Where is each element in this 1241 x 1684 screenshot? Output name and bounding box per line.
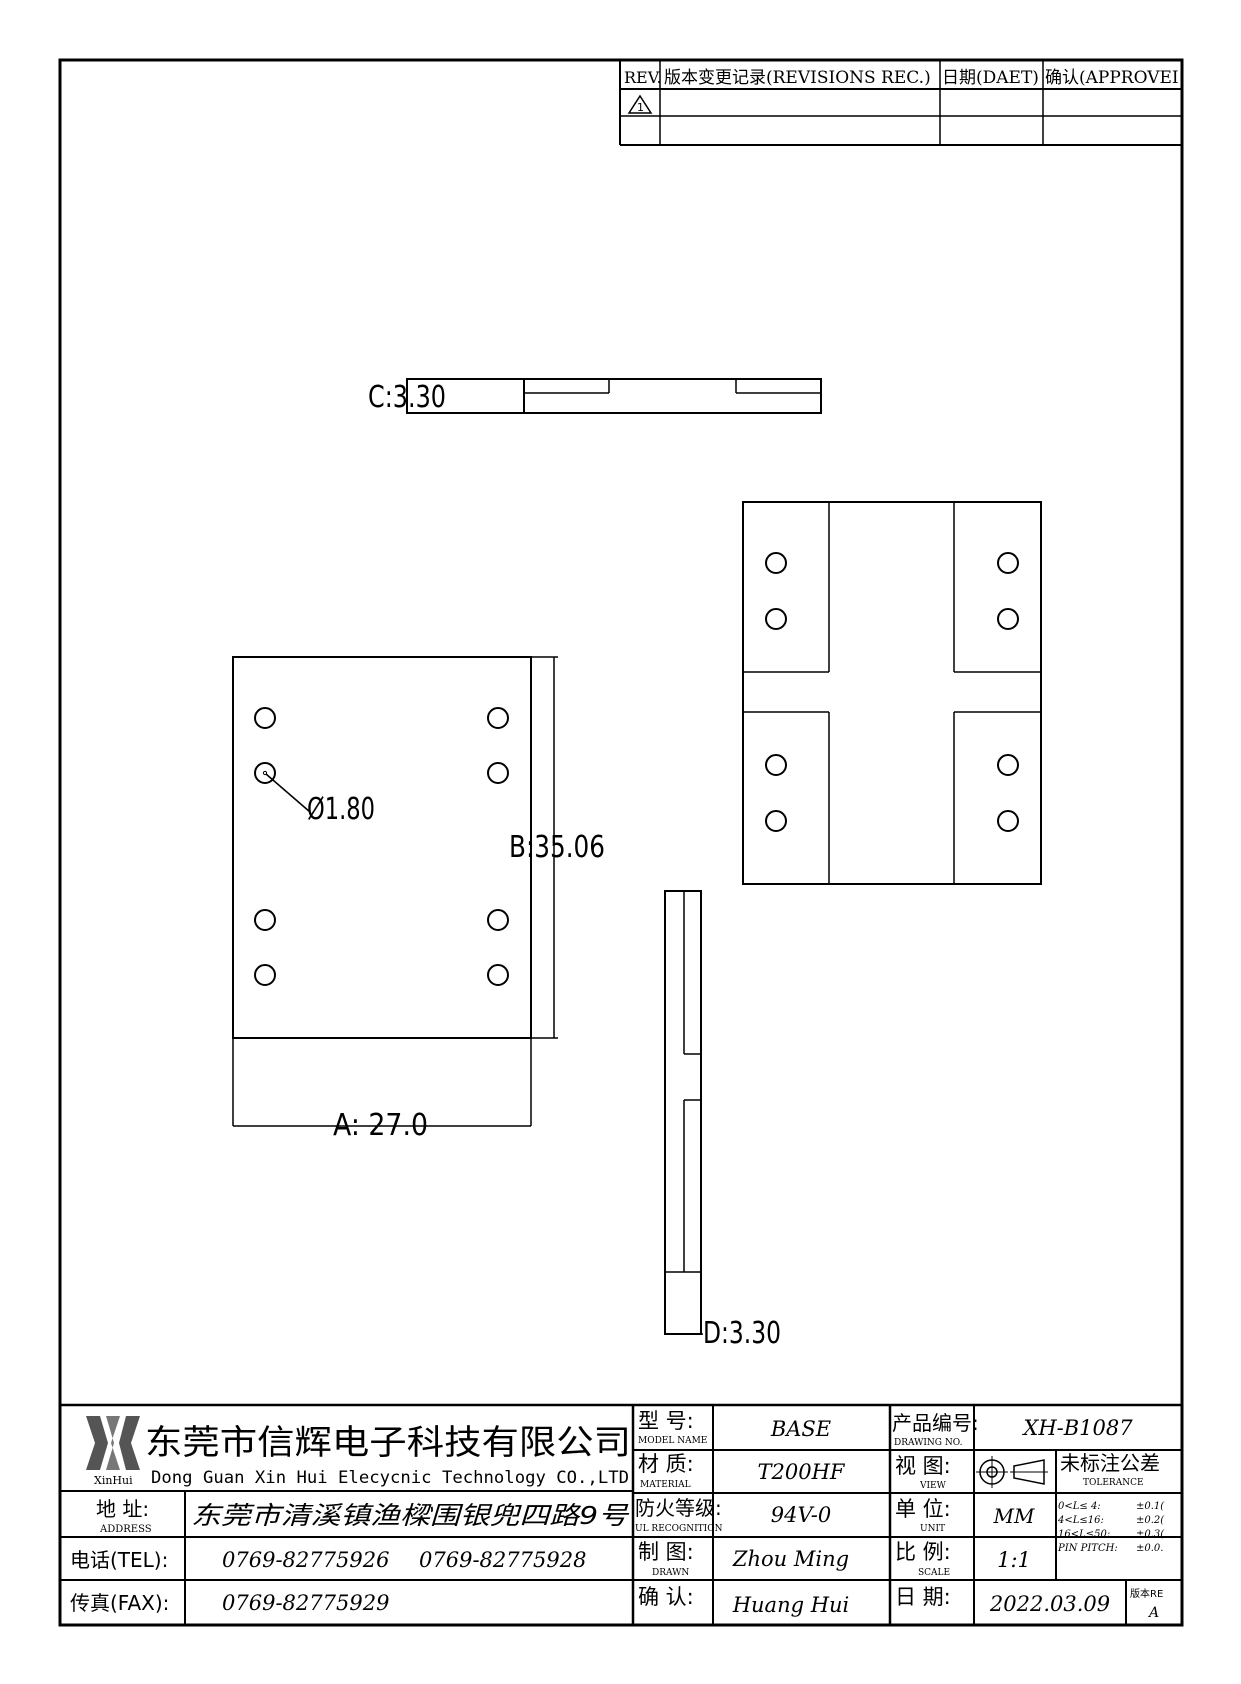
material-value: T200HF bbox=[758, 1460, 846, 1484]
company-logo: XinHui bbox=[86, 1416, 140, 1487]
drawn-value: Zhou Ming bbox=[732, 1547, 849, 1571]
model-label-en: MODEL NAME bbox=[638, 1436, 707, 1446]
unit-label-en: UNIT bbox=[920, 1524, 945, 1534]
mounting-hole bbox=[487, 909, 509, 931]
title-block: XinHui 东莞市信辉电子科技有限公司 Dong Guan Xin Hui E… bbox=[60, 1403, 1182, 1625]
fax-1: 0769-82775929 bbox=[222, 1591, 389, 1615]
date-value: 2022.03.09 bbox=[989, 1592, 1110, 1616]
revision-number: 1 bbox=[637, 101, 644, 114]
unit-value: MM bbox=[993, 1504, 1035, 1528]
dimension-hole: Ø1.80 bbox=[307, 792, 375, 827]
company-name-cn: 东莞市信辉电子科技有限公司 bbox=[145, 1423, 631, 1463]
mounting-hole bbox=[254, 964, 276, 986]
tolerance-range: 16<L≤50: bbox=[1058, 1529, 1110, 1540]
drawing-no-label-en: DRAWING NO. bbox=[894, 1438, 963, 1448]
mounting-hole bbox=[487, 707, 509, 729]
mounting-hole bbox=[997, 608, 1019, 630]
drawn-label: 制 图: bbox=[638, 1540, 694, 1564]
dimension-a: A: 27.0 bbox=[333, 1108, 428, 1143]
revision-table: REV. 版本变更记录(REVISIONS REC.) 日期(DAET) 确认(… bbox=[619, 60, 1182, 146]
tolerance-range: 4<L≤16: bbox=[1057, 1515, 1104, 1526]
address-value: 东莞市清溪镇渔樑围银兜四路9号 bbox=[191, 1501, 630, 1530]
fax-label: 传真(FAX): bbox=[70, 1591, 169, 1615]
mounting-hole bbox=[254, 909, 276, 931]
tolerance-range: PIN PITCH: bbox=[1057, 1543, 1118, 1554]
tolerance-table: 0<L≤ 4: ±0.1( 4<L≤16: ±0.2( 16<L≤50: ±0.… bbox=[1057, 1501, 1165, 1554]
side-view: D:3.30 bbox=[664, 890, 781, 1351]
tolerance-value: ±0.0. bbox=[1136, 1543, 1163, 1554]
drawing-no-value: XH-B1087 bbox=[1021, 1416, 1133, 1440]
dimension-b: B:35.06 bbox=[509, 830, 605, 865]
top-view: C:3.30 bbox=[368, 378, 822, 415]
tel-label: 电话(TEL): bbox=[70, 1548, 168, 1572]
bottom-view bbox=[742, 501, 1042, 885]
scale-label-en: SCALE bbox=[918, 1568, 950, 1578]
revisions-record-header: 版本变更记录(REVISIONS REC.) bbox=[664, 68, 931, 88]
tolerance-title: 未标注公差 bbox=[1060, 1451, 1160, 1475]
date-header: 日期(DAET) bbox=[942, 68, 1039, 88]
confirm-value: Huang Hui bbox=[732, 1593, 850, 1617]
logo-text: XinHui bbox=[94, 1474, 133, 1487]
dimension-c: C:3.30 bbox=[368, 380, 446, 415]
scale-value: 1:1 bbox=[997, 1548, 1031, 1572]
ul-label-en: UL RECOGNITION bbox=[635, 1524, 723, 1534]
model-label: 型 号: bbox=[638, 1409, 694, 1433]
front-view: Ø1.80 B:35.06 A: 27.0 bbox=[232, 656, 605, 1143]
sheet-border bbox=[58, 58, 1184, 1627]
model-value: BASE bbox=[770, 1417, 831, 1441]
company-name-en: Dong Guan Xin Hui Elecycnic Technology C… bbox=[151, 1468, 629, 1488]
scale-label: 比 例: bbox=[895, 1540, 951, 1564]
view-label: 视 图: bbox=[895, 1454, 951, 1478]
approve-header: 确认(APPROVEI bbox=[1045, 68, 1179, 88]
mounting-hole bbox=[997, 754, 1019, 776]
material-label-en: MATERIAL bbox=[640, 1480, 691, 1490]
version-label: 版本RE bbox=[1130, 1587, 1163, 1600]
address-label: 地 址: bbox=[96, 1497, 149, 1521]
mounting-hole bbox=[254, 762, 276, 784]
mounting-hole bbox=[765, 754, 787, 776]
mounting-hole bbox=[254, 707, 276, 729]
tel-2: 0769-82775928 bbox=[419, 1548, 586, 1572]
ul-value: 94V-0 bbox=[771, 1503, 831, 1527]
dimension-d: D:3.30 bbox=[703, 1316, 781, 1351]
date-label: 日 期: bbox=[895, 1585, 951, 1609]
drawn-label-en: DRAWN bbox=[652, 1568, 689, 1578]
mounting-hole bbox=[765, 810, 787, 832]
rev-header: REV. bbox=[624, 68, 662, 87]
view-label-en: VIEW bbox=[919, 1481, 947, 1491]
tolerance-title-en: TOLERANCE bbox=[1083, 1478, 1144, 1488]
hole-leader-line bbox=[265, 773, 311, 813]
projection-symbol-icon bbox=[976, 1456, 1048, 1488]
ul-label: 防火等级: bbox=[635, 1496, 722, 1520]
tolerance-value: ±0.3( bbox=[1136, 1529, 1165, 1540]
tolerance-value: ±0.2( bbox=[1136, 1515, 1165, 1526]
mounting-hole bbox=[487, 762, 509, 784]
version-value: A bbox=[1147, 1605, 1159, 1621]
drawing-no-label: 产品编号: bbox=[892, 1411, 979, 1435]
mounting-hole bbox=[487, 964, 509, 986]
tolerance-value: ±0.1( bbox=[1136, 1501, 1165, 1512]
unit-label: 单 位: bbox=[895, 1497, 951, 1521]
tolerance-range: 0<L≤ 4: bbox=[1058, 1501, 1101, 1512]
mounting-hole bbox=[765, 608, 787, 630]
material-label: 材 质: bbox=[638, 1452, 694, 1476]
front-view-holes bbox=[254, 707, 509, 986]
mounting-hole bbox=[997, 810, 1019, 832]
bottom-view-holes bbox=[765, 552, 1019, 832]
tel-1: 0769-82775926 bbox=[222, 1548, 389, 1572]
mounting-hole bbox=[997, 552, 1019, 574]
confirm-label: 确 认: bbox=[638, 1585, 694, 1609]
revision-triangle-icon: 1 bbox=[627, 94, 653, 114]
address-label-en: ADDRESS bbox=[99, 1524, 152, 1535]
mounting-hole bbox=[765, 552, 787, 574]
